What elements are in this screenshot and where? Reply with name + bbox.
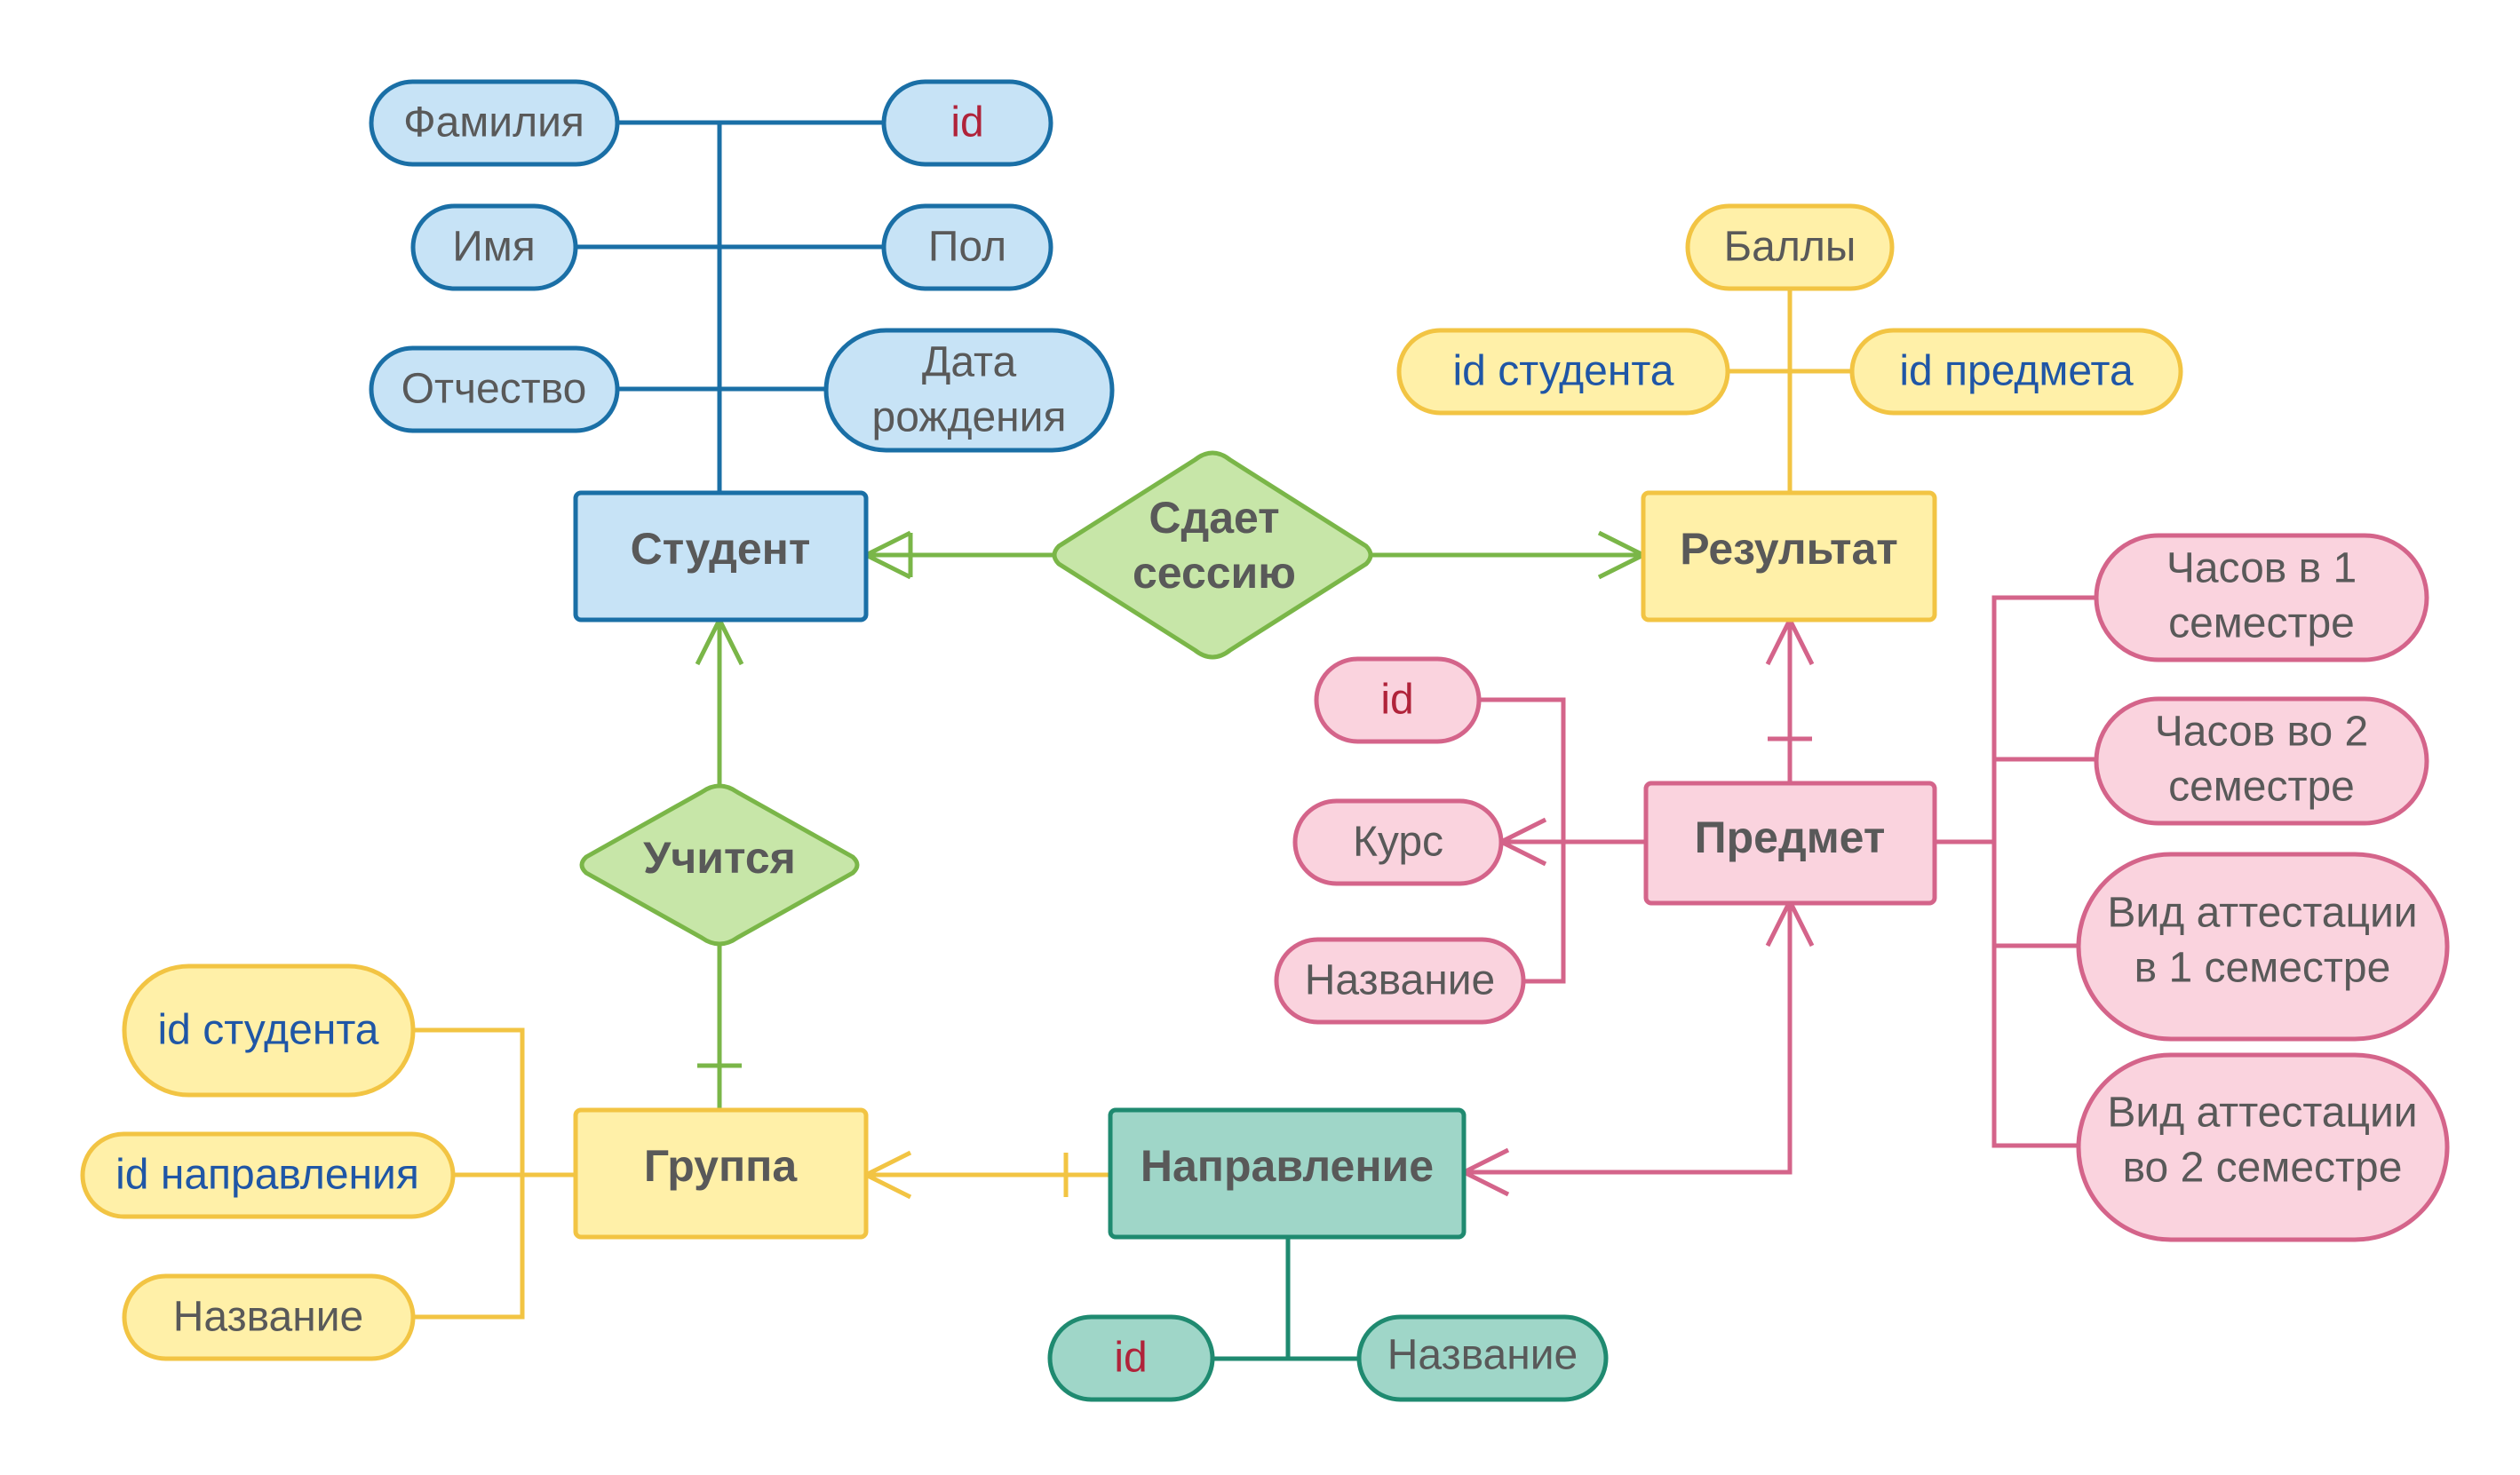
result-attributes: Баллы id студента id предмета xyxy=(1396,203,2183,416)
direction-links xyxy=(1212,1237,1359,1361)
attr-surname[interactable]: Фамилия xyxy=(369,79,620,167)
attr-points[interactable]: Баллы xyxy=(1685,203,1895,291)
attr-direction-id-label: id xyxy=(1114,1335,1147,1382)
attr-hours-sem1[interactable]: Часов в 1 семестре xyxy=(2094,533,2429,662)
attr-points-label: Баллы xyxy=(1724,224,1856,271)
attr-group-student-id-label: id студента xyxy=(158,1007,379,1054)
entity-group[interactable]: Группа xyxy=(573,1107,869,1240)
attr-name[interactable]: Имя xyxy=(410,203,578,291)
entity-student[interactable]: Студент xyxy=(573,490,869,623)
attr-hours-sem1-line1: Часов в 1 xyxy=(2166,545,2357,592)
entity-subject-label: Предмет xyxy=(1695,813,1886,862)
relationship-takes-session-line2: сессию xyxy=(1133,548,1296,598)
attr-hours-sem2-line2: семестре xyxy=(2168,764,2355,811)
attr-birth-date-line1: Дата xyxy=(922,339,1017,386)
attr-exam-sem1[interactable]: Вид аттестации в 1 семестре xyxy=(2076,852,2450,1042)
attr-group-direction-id[interactable]: id направления xyxy=(80,1131,456,1219)
attr-exam-sem1-line2: в 1 семестре xyxy=(2134,945,2391,992)
group-links xyxy=(413,1027,1110,1320)
attr-birth-date[interactable]: Дата рождения xyxy=(823,328,1115,453)
relationship-takes-session-line1: Сдает xyxy=(1149,493,1279,543)
attr-direction-id[interactable]: id xyxy=(1047,1314,1215,1402)
attr-name-label: Имя xyxy=(452,224,536,271)
attr-exam-sem2-line1: Вид аттестации xyxy=(2107,1090,2417,1137)
attr-hours-sem2[interactable]: Часов во 2 семестре xyxy=(2094,696,2429,826)
attr-exam-sem2[interactable]: Вид аттестации во 2 семестре xyxy=(2076,1052,2450,1242)
attr-subject-id-label: id xyxy=(1380,677,1413,724)
entity-result-label: Результат xyxy=(1680,524,1898,574)
entities: Студент Результат Предмет Группа Направл… xyxy=(573,490,1937,1240)
entity-direction[interactable]: Направление xyxy=(1108,1107,1467,1240)
entity-group-label: Группа xyxy=(644,1141,799,1191)
attr-gender[interactable]: Пол xyxy=(881,203,1053,291)
attr-surname-label: Фамилия xyxy=(403,99,584,147)
result-attribute-links xyxy=(1728,289,1852,493)
attr-result-subject-id-label: id предмета xyxy=(1899,348,2134,395)
attr-hours-sem1-line2: семестре xyxy=(2168,600,2355,647)
student-attributes: Фамилия Имя Отчество id Пол Дата рождени… xyxy=(369,79,1115,453)
attr-birth-date-line2: рождения xyxy=(872,394,1067,441)
attr-patronymic[interactable]: Отчество xyxy=(369,345,620,433)
connectors xyxy=(413,120,2096,1361)
student-attribute-links xyxy=(576,120,884,493)
attr-direction-title-label: Название xyxy=(1387,1332,1578,1379)
attr-subject-title-label: Название xyxy=(1305,957,1496,1004)
subject-links xyxy=(1459,595,2096,1197)
attr-result-subject-id[interactable]: id предмета xyxy=(1849,328,2183,416)
attr-gender-label: Пол xyxy=(928,224,1006,271)
entity-student-label: Студент xyxy=(631,524,811,574)
direction-attributes: id Название xyxy=(1047,1314,1609,1402)
relationships: Сдает сессию Учится xyxy=(579,450,1373,947)
attr-student-id-label: id xyxy=(950,99,983,147)
relationship-studies-label: Учится xyxy=(643,833,796,883)
attr-exam-sem2-line2: во 2 семестре xyxy=(2123,1145,2403,1192)
subject-right-bracket xyxy=(1991,595,2096,1148)
attr-student-id[interactable]: id xyxy=(881,79,1053,167)
attr-course-label: Курс xyxy=(1353,819,1443,866)
attr-group-student-id[interactable]: id студента xyxy=(122,964,416,1098)
attr-group-title[interactable]: Название xyxy=(122,1273,416,1361)
attr-hours-sem2-line1: Часов во 2 xyxy=(2155,709,2368,756)
attr-group-title-label: Название xyxy=(173,1294,364,1341)
relationship-studies[interactable]: Учится xyxy=(579,783,860,947)
attr-direction-title[interactable]: Название xyxy=(1356,1314,1609,1402)
attr-subject-title[interactable]: Название xyxy=(1274,937,1526,1025)
attr-exam-sem1-line1: Вид аттестации xyxy=(2107,890,2417,937)
attr-patronymic-label: Отчество xyxy=(401,366,587,413)
attr-result-student-id[interactable]: id студента xyxy=(1396,328,1730,416)
relationship-takes-session[interactable]: Сдает сессию xyxy=(1052,450,1373,660)
entity-result[interactable]: Результат xyxy=(1641,490,1937,623)
attr-subject-id[interactable]: id xyxy=(1314,656,1482,744)
attr-result-student-id-label: id студента xyxy=(1453,348,1674,395)
subject-attributes: id Курс Название Часов в 1 семестре Часо… xyxy=(1274,533,2450,1242)
group-attributes: id студента id направления Название xyxy=(80,964,456,1361)
entity-subject[interactable]: Предмет xyxy=(1643,781,1937,906)
attr-course[interactable]: Курс xyxy=(1292,798,1504,886)
attr-group-direction-id-label: id направления xyxy=(115,1152,419,1199)
link-subject-direction xyxy=(1464,901,1793,1175)
entity-direction-label: Направление xyxy=(1141,1141,1434,1191)
session-links xyxy=(695,530,1649,1110)
